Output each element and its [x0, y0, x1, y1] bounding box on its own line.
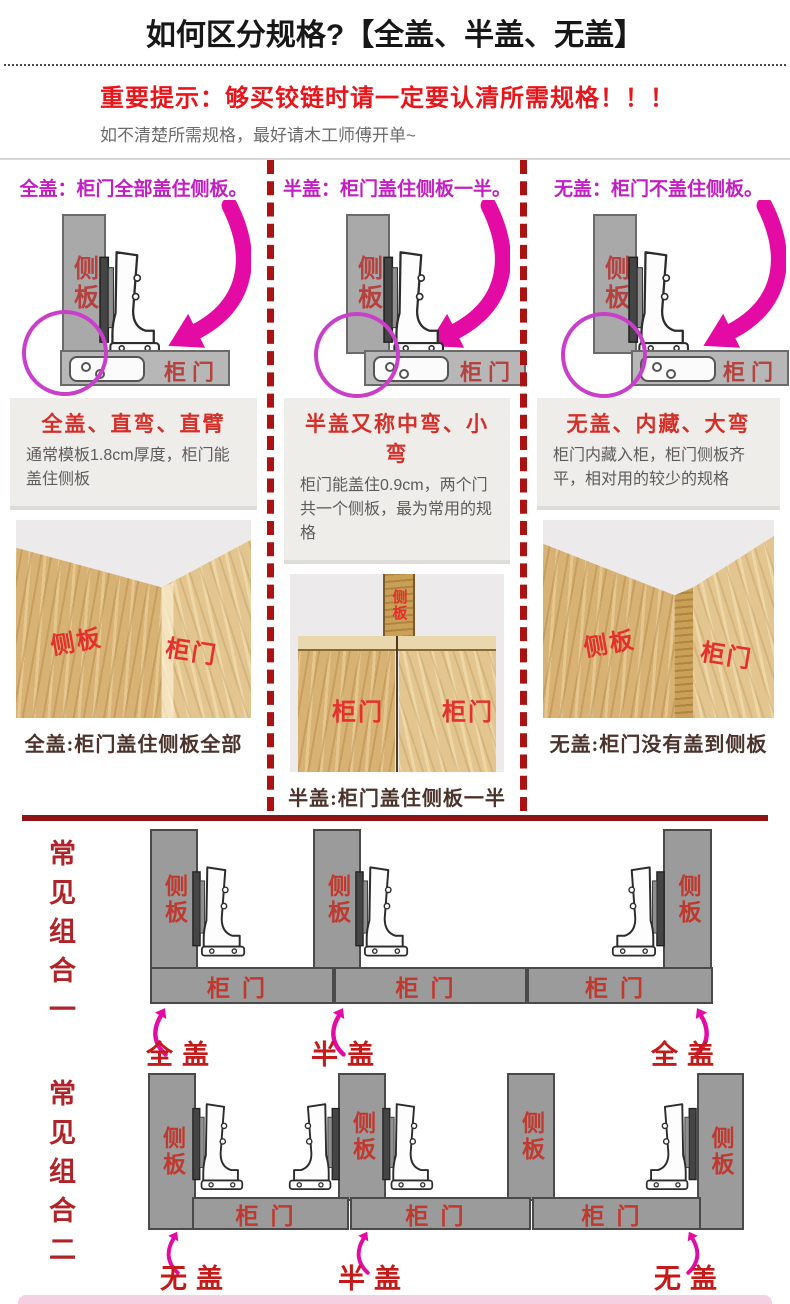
- column-half-overlay: 半盖：柜门盖住侧板一半。 侧板 柜门 半盖又称中弯、小弯 柜门能盖住0.9cm，…: [267, 160, 526, 811]
- common-combinations-section: 常见组合一 侧板 侧板 侧板 柜门 柜门 柜门 全盖 半盖 全盖: [0, 815, 790, 1304]
- overlay-tag: 全盖: [651, 1040, 723, 1070]
- side-panel-end-grain: [674, 587, 694, 718]
- photo-door-label: 柜门: [332, 699, 384, 726]
- hinge-icon: [645, 1103, 697, 1191]
- door-seam: [396, 636, 398, 772]
- spec-box-title: 无盖、内藏、大弯: [566, 413, 751, 436]
- cabinet-door: 柜门: [334, 967, 527, 1004]
- door-label: 柜门: [722, 360, 779, 385]
- hinge-icon: [192, 866, 246, 957]
- overlay-tag: 半盖: [311, 1040, 383, 1070]
- combo-row-label: 常见组合一: [45, 839, 75, 1034]
- highlight-circle: [22, 310, 108, 396]
- pink-footer-strip: [18, 1295, 772, 1304]
- spec-box: 无盖、内藏、大弯 柜门内藏入柜，柜门侧板齐平，相对用的较少的规格: [537, 398, 780, 510]
- hinge-icon: [192, 1103, 244, 1191]
- wood-photo-half-overlay: 侧板 柜门 柜门: [290, 574, 504, 772]
- arrow-down-icon: [146, 200, 251, 360]
- side-panel: 侧板: [148, 1073, 196, 1230]
- spec-box-text: 柜门能盖住0.9cm，两个门共一个侧板，最为常用的规格: [300, 477, 493, 542]
- spec-box-text: 柜门内藏入柜，柜门侧板齐平，相对用的较少的规格: [553, 447, 746, 488]
- side-panel: 侧板: [507, 1073, 555, 1201]
- side-panel: 侧板: [338, 1073, 386, 1201]
- side-panel: 侧板: [313, 829, 361, 971]
- cabinet-door: 柜门: [350, 1197, 531, 1230]
- hinge-diagram: 侧板 柜门: [274, 200, 526, 398]
- spec-columns: 全盖：柜门全部盖住侧板。 侧板 柜门 全盖、直弯、直臂 通常模板1.8cm厚度，…: [0, 160, 790, 811]
- side-panel-label: 侧板: [354, 255, 383, 313]
- hinge-cup: [640, 356, 716, 382]
- photo-side-label: 侧板: [390, 589, 408, 621]
- hinge-icon: [288, 1103, 340, 1191]
- highlight-circle: [314, 312, 400, 398]
- spec-box-text: 通常模板1.8cm厚度，柜门能盖住侧板: [26, 447, 230, 488]
- highlight-circle: [561, 312, 647, 398]
- column-full-overlay: 全盖：柜门全部盖住侧板。 侧板 柜门 全盖、直弯、直臂 通常模板1.8cm厚度，…: [0, 160, 267, 811]
- side-panel: 侧板: [697, 1073, 744, 1230]
- spec-box-title: 全盖、直弯、直臂: [41, 413, 226, 436]
- hinge-icon: [355, 866, 409, 957]
- photo-right-door: [399, 651, 496, 772]
- photo-caption: 半盖:柜门盖住侧板一半: [288, 788, 506, 810]
- door-label: 柜门: [163, 360, 220, 385]
- door-label: 柜门: [459, 360, 516, 385]
- advice-note: 如不清楚所需规格，最好请木工师傅开单~: [100, 126, 416, 145]
- hinge-diagram: 侧板 柜门: [0, 200, 267, 396]
- side-panel-label: 侧板: [70, 255, 99, 313]
- spec-box: 半盖又称中弯、小弯 柜门能盖住0.9cm，两个门共一个侧板，最为常用的规格: [284, 398, 510, 564]
- column-no-overlay: 无盖：柜门不盖住侧板。 侧板 柜门 无盖、内藏、大弯 柜门内藏入柜，柜门侧板齐平…: [520, 160, 790, 811]
- cabinet-door: 柜门: [192, 1197, 349, 1230]
- side-panel-label: 侧板: [601, 255, 630, 313]
- cabinet-door: 柜门: [527, 967, 713, 1004]
- side-panel: 侧板: [150, 829, 198, 971]
- spec-box-title: 半盖又称中弯、小弯: [305, 413, 489, 466]
- photo-door-label: 柜门: [442, 699, 494, 726]
- photo-caption: 无盖:柜门没有盖到侧板: [549, 734, 768, 756]
- photo-left-door: [298, 651, 395, 772]
- section-divider: [22, 815, 768, 821]
- column-header: 半盖：柜门盖住侧板一半。: [282, 179, 511, 200]
- spec-box: 全盖、直弯、直臂 通常模板1.8cm厚度，柜门能盖住侧板: [10, 398, 257, 510]
- header: 如何区分规格?【全盖、半盖、无盖】 重要提示：够买铰链时请一定要认清所需规格！！…: [0, 0, 790, 160]
- important-warning: 重要提示：够买铰链时请一定要认清所需规格！！！: [100, 85, 675, 112]
- overlay-tag: 无盖: [160, 1264, 232, 1294]
- door-edge-highlight: [161, 582, 174, 718]
- combo-row-2: 常见组合二 侧板 侧板 侧板 侧板 柜门 柜门 柜门 无: [0, 1073, 790, 1294]
- photo-side-panel-edge: 侧板: [383, 574, 415, 636]
- hinge-diagram: 侧板 柜门: [527, 200, 790, 398]
- cabinet-door: 柜门: [532, 1197, 701, 1230]
- column-header: 全盖：柜门全部盖住侧板。: [19, 179, 248, 200]
- hinge-icon: [382, 1103, 434, 1191]
- hinge-icon: [611, 866, 665, 957]
- cabinet-door: 柜门: [631, 350, 789, 386]
- overlay-tag: 全盖: [146, 1040, 218, 1070]
- side-panel: 侧板: [663, 829, 712, 971]
- arrow-down-icon: [681, 200, 786, 360]
- wood-photo-full-overlay: 侧板 柜门: [16, 520, 251, 718]
- photo-caption: 全盖:柜门盖住侧板全部: [24, 734, 243, 756]
- overlay-tag: 无盖: [654, 1264, 726, 1294]
- overlay-tag: 半盖: [338, 1264, 410, 1294]
- column-header: 无盖：柜门不盖住侧板。: [553, 179, 763, 200]
- combo-row-1: 常见组合一 侧板 侧板 侧板 柜门 柜门 柜门 全盖 半盖 全盖: [0, 821, 790, 1073]
- wood-photo-no-overlay: 侧板 柜门: [543, 520, 774, 718]
- page-title: 如何区分规格?【全盖、半盖、无盖】: [4, 6, 786, 66]
- cabinet-door: 柜门: [150, 967, 334, 1004]
